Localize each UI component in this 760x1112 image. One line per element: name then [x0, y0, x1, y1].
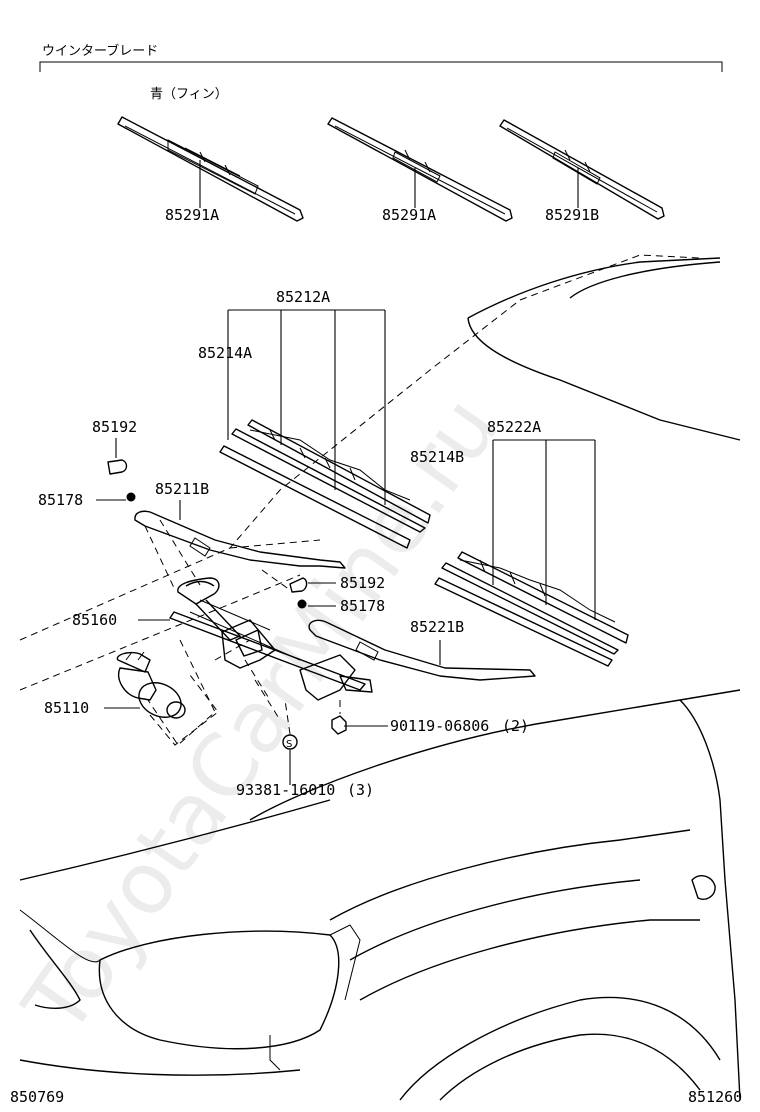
- wiper-arm-left: [308, 619, 536, 681]
- arm-nut-1: [126, 492, 136, 502]
- label-93381-16010: 93381-16010: [236, 781, 335, 799]
- mounting-bolt: [331, 715, 356, 735]
- arm-cap-1: [107, 459, 128, 475]
- vehicle-outline: [19, 254, 741, 1101]
- arm-cap-2: [289, 577, 308, 593]
- label-90119-06806: 90119-06806: [390, 717, 489, 735]
- svg-text:85212A: 85212A: [276, 288, 330, 306]
- label-85178-1: 85178: [38, 491, 83, 509]
- arm-nut-2: [297, 599, 307, 609]
- label-85110: 85110: [44, 699, 89, 717]
- footer-left-code: 850769: [10, 1088, 64, 1106]
- wiper-arm-right: [134, 510, 346, 569]
- label-clip-qty: (3): [347, 781, 374, 799]
- footer-right-code: 851260: [688, 1088, 742, 1106]
- label-85221B: 85221B: [410, 618, 464, 636]
- label-bolt-qty: (2): [502, 717, 529, 735]
- svg-text:85222A: 85222A: [487, 418, 541, 436]
- section-title: ウインターブレード: [42, 43, 158, 59]
- wiper-blade-left: [434, 551, 629, 667]
- grommet-clip: [282, 734, 298, 750]
- label-85211B: 85211B: [155, 480, 209, 498]
- section-bracket: [39, 61, 723, 72]
- clip-s-marker: S: [286, 739, 292, 750]
- label-85222A-group: 85222A: [487, 418, 596, 620]
- winter-blade-1: [117, 116, 304, 222]
- wiper-blade-right: [219, 419, 431, 549]
- label-85192-1: 85192: [92, 418, 137, 436]
- label-85291B: 85291B: [545, 206, 599, 224]
- winter-blade-3: [499, 119, 665, 220]
- wiper-motor: [116, 651, 186, 719]
- label-85178-2: 85178: [340, 597, 385, 615]
- label-85291A-2: 85291A: [382, 206, 436, 224]
- label-85192-2: 85192: [340, 574, 385, 592]
- label-85160: 85160: [72, 611, 117, 629]
- label-85214A: 85214A: [198, 344, 252, 362]
- label-85214B: 85214B: [410, 448, 464, 466]
- winter-blade-2: [327, 117, 513, 222]
- blue-fin-note: 青（フィン）: [150, 87, 228, 102]
- wiper-link-assembly: [169, 577, 373, 701]
- label-85291A-1: 85291A: [165, 206, 219, 224]
- label-85212A-group: 85212A: [227, 288, 386, 505]
